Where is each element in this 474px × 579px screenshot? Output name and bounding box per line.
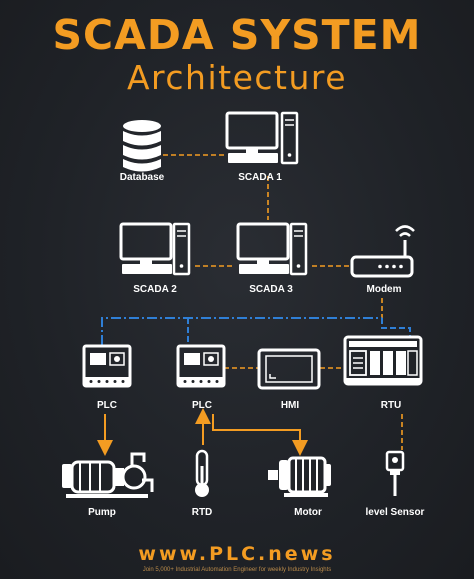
connection-lines bbox=[97, 154, 411, 456]
label-modem: Modem bbox=[366, 284, 402, 295]
modem-icon bbox=[350, 225, 415, 278]
label-scada1: SCADA 1 bbox=[238, 172, 282, 183]
rtd-icon bbox=[195, 449, 209, 497]
database-icon bbox=[123, 120, 161, 172]
bus-drop-rtu bbox=[381, 318, 411, 336]
footer-website-link[interactable]: www.PLC.news bbox=[138, 543, 336, 565]
label-scada3: SCADA 3 bbox=[249, 284, 293, 295]
label-hmi: HMI bbox=[280, 400, 300, 411]
label-pump: Pump bbox=[88, 507, 116, 518]
label-motor: Motor bbox=[294, 507, 322, 518]
page-subtitle: Architecture bbox=[126, 58, 348, 97]
footer-tagline: Join 5,000+ Industrial Automation Engine… bbox=[142, 567, 332, 573]
label-scada2: SCADA 2 bbox=[133, 284, 177, 295]
rtu-icon bbox=[343, 335, 423, 386]
label-plc2: PLC bbox=[192, 400, 212, 411]
motor-icon bbox=[268, 456, 331, 497]
network-bus bbox=[101, 317, 382, 345]
label-plc1: PLC bbox=[97, 400, 117, 411]
page-title: SCADA SYSTEM bbox=[52, 11, 422, 59]
arrow-plc2-motor bbox=[212, 414, 308, 456]
hmi-icon bbox=[257, 348, 321, 390]
scada2-computer-icon bbox=[119, 222, 191, 276]
plc2-icon bbox=[176, 344, 226, 388]
level-sensor-icon bbox=[385, 450, 405, 496]
scada1-computer-icon bbox=[225, 111, 299, 165]
label-rtd: RTD bbox=[191, 507, 213, 518]
scada3-computer-icon bbox=[236, 222, 308, 276]
pump-icon bbox=[62, 452, 154, 498]
label-database: Database bbox=[119, 172, 165, 183]
plc1-icon bbox=[82, 344, 132, 388]
label-rtu: RTU bbox=[380, 400, 402, 411]
label-level-sensor: level Sensor bbox=[365, 507, 425, 518]
